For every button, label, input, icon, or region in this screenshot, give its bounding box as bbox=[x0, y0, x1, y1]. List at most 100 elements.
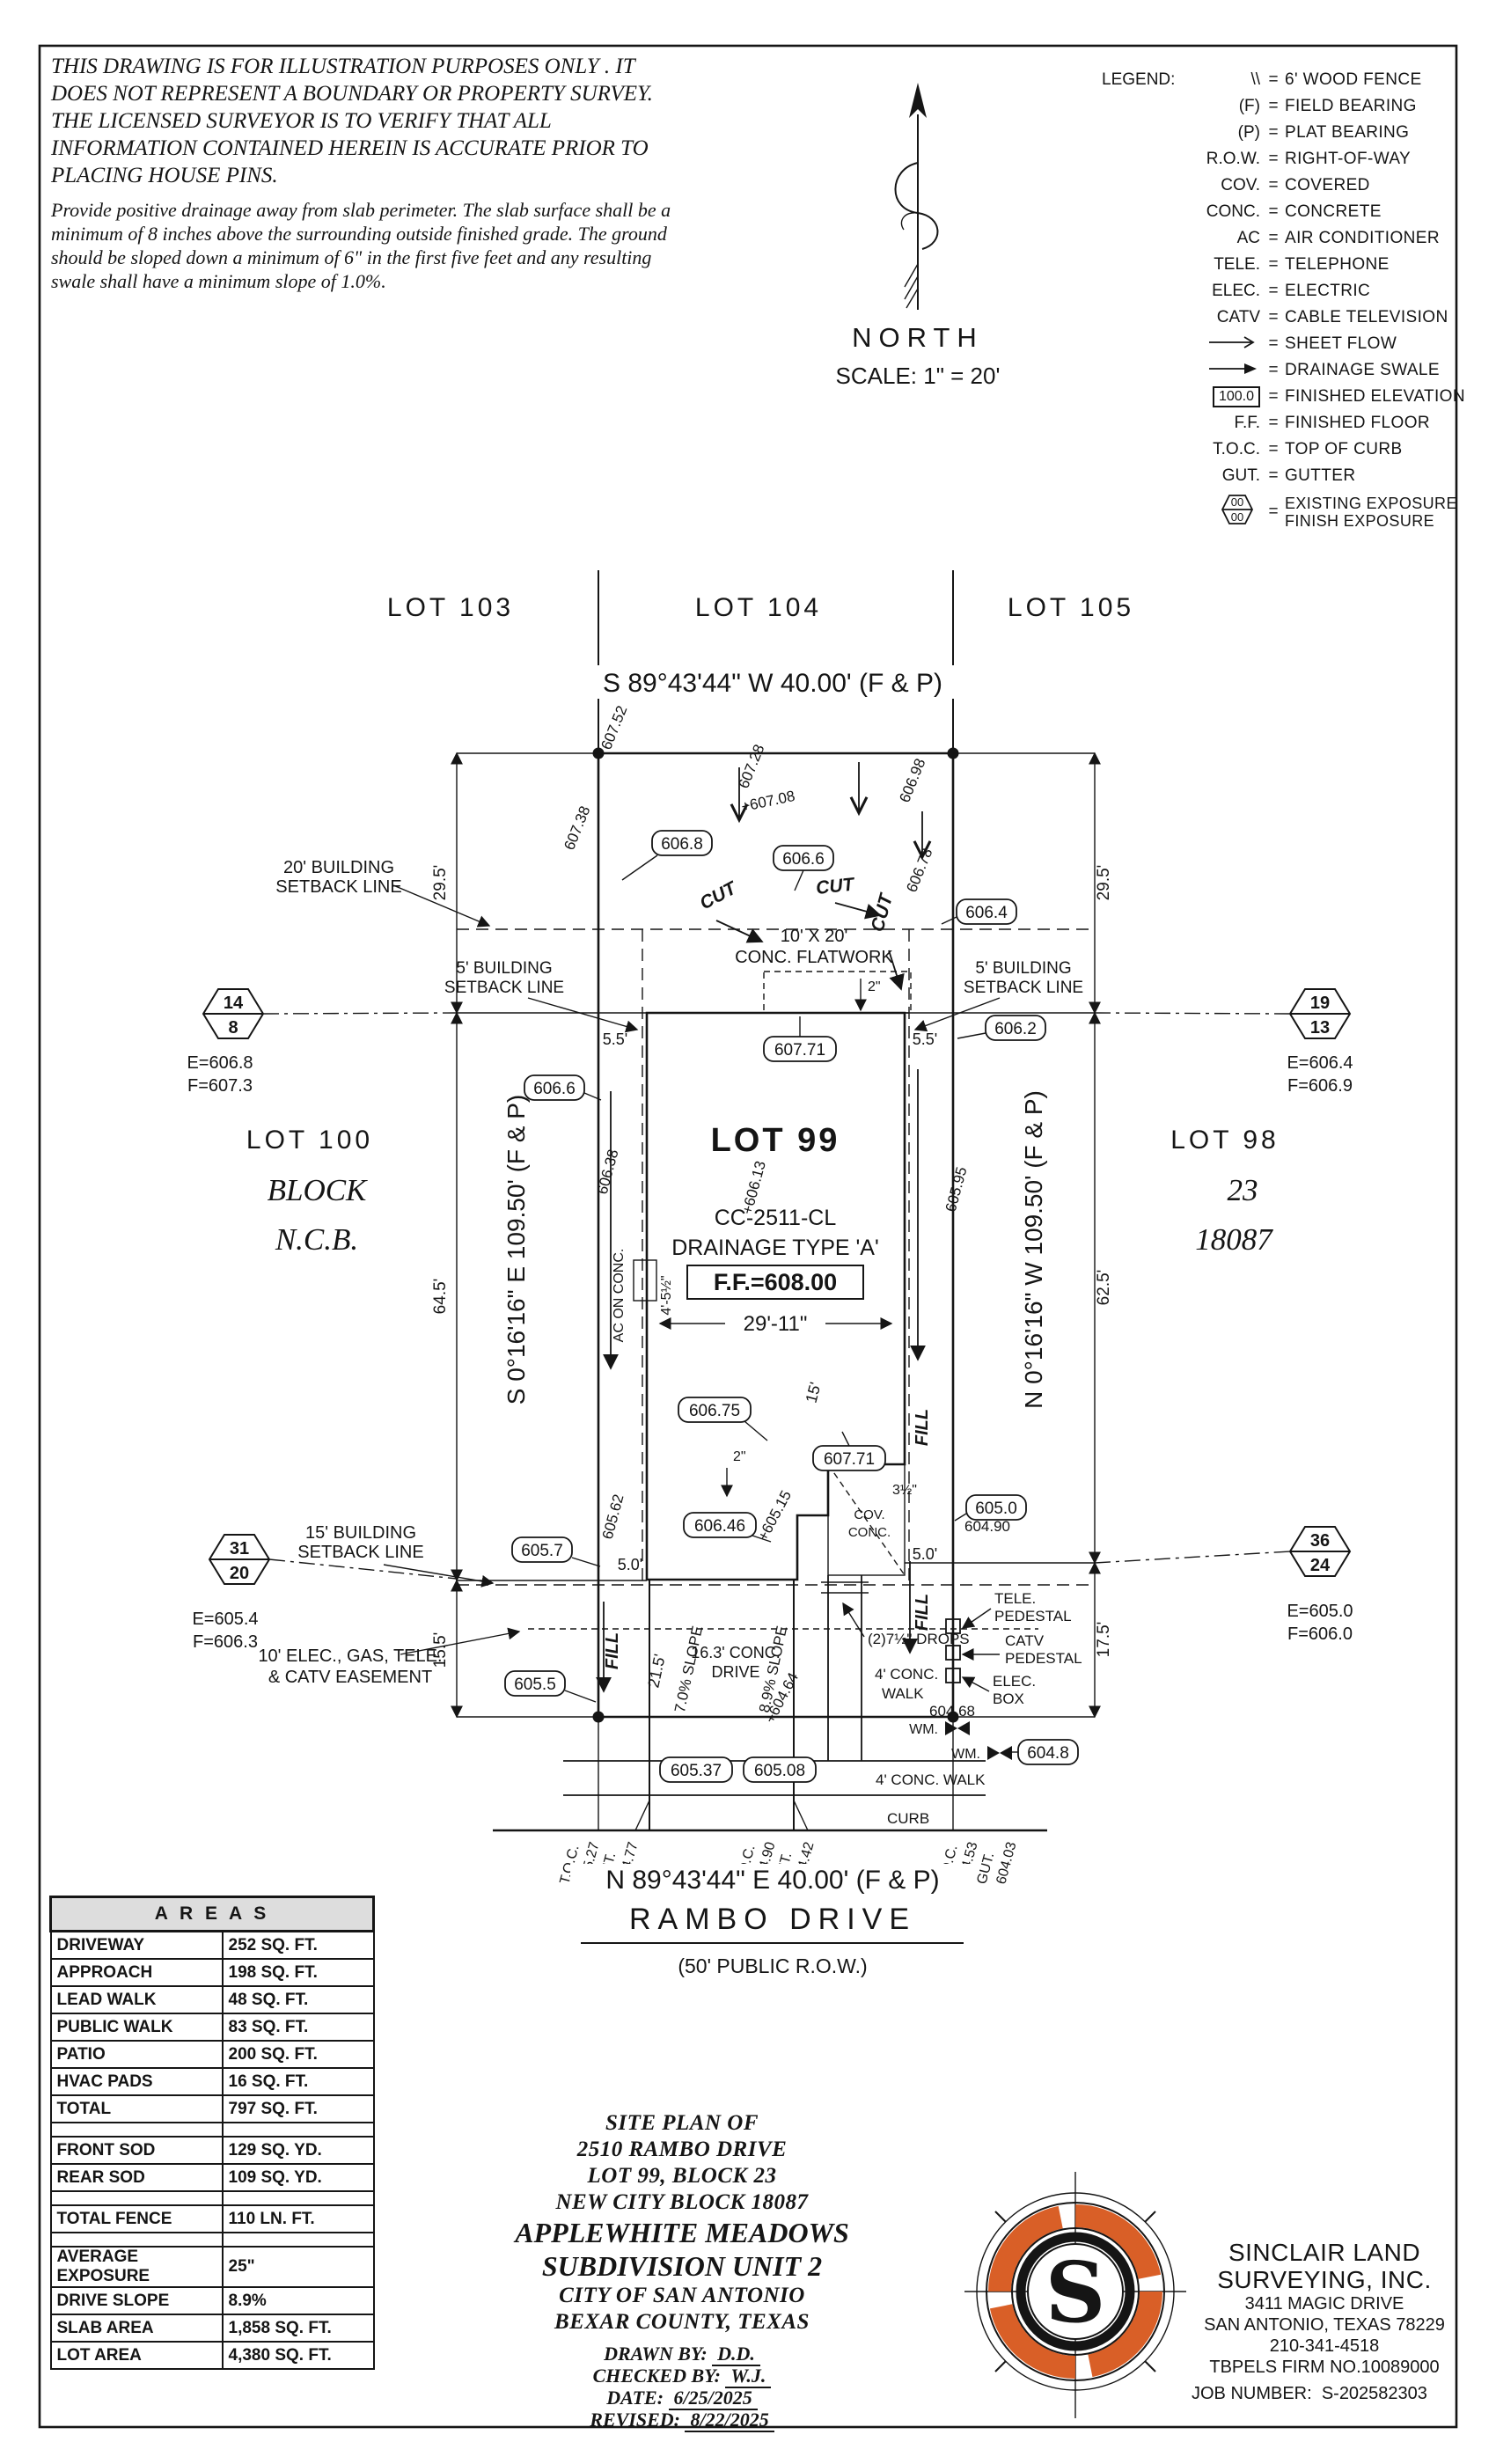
title-line: NEW CITY BLOCK 18087 bbox=[555, 2190, 809, 2214]
dim-2in-patio: 2" bbox=[733, 1449, 746, 1464]
svg-text:19: 19 bbox=[1310, 994, 1330, 1013]
svg-text:606.6: 606.6 bbox=[782, 850, 825, 869]
company-address-2: SAN ANTONIO, TEXAS 78229 bbox=[1204, 2315, 1445, 2335]
legend-row: GUT.=GUTTER bbox=[1221, 466, 1356, 485]
svg-text:606.8: 606.8 bbox=[661, 835, 703, 854]
flow-arrows bbox=[596, 762, 932, 1693]
setback-20-label-2: SETBACK LINE bbox=[275, 877, 401, 897]
areas-row-spacer bbox=[49, 2232, 375, 2248]
ncb-number: 18087 bbox=[1195, 1222, 1273, 1257]
elev-callout-606-46: 606.46 bbox=[683, 1512, 772, 1543]
spot-elev: 607.38 bbox=[561, 803, 593, 852]
spot-elev: 607.28 bbox=[735, 742, 767, 790]
setback-5-left-label-2: SETBACK LINE bbox=[444, 979, 564, 997]
title-line: BEXAR COUNTY, TEXAS bbox=[554, 2310, 810, 2334]
catv-pedestal-label-1: CATV bbox=[1005, 1632, 1045, 1649]
svg-text:606.2: 606.2 bbox=[994, 1020, 1037, 1038]
disclaimer-text-1: THIS DRAWING IS FOR ILLUSTRATION PURPOSE… bbox=[51, 55, 653, 187]
svg-text:F=606.0: F=606.0 bbox=[1287, 1624, 1353, 1644]
wood-fence-symbol: \\ bbox=[1250, 70, 1260, 89]
drainage-swale-arrow-icon bbox=[1209, 363, 1257, 374]
legend-row: LEGEND:\\=6' WOOD FENCE bbox=[1102, 70, 1422, 89]
utility-symbols bbox=[945, 1608, 1012, 1760]
svg-text:8: 8 bbox=[228, 1018, 238, 1038]
areas-row-spacer bbox=[49, 2122, 375, 2138]
fill-label-2: FILL bbox=[913, 1594, 932, 1631]
spot-elev: 606.78 bbox=[903, 846, 935, 894]
setback-20-label-1: 20' BUILDING bbox=[283, 858, 394, 877]
title-line: CITY OF SAN ANTONIO bbox=[559, 2284, 805, 2307]
wm-label-1: WM. bbox=[909, 1722, 938, 1737]
spot-elev: 607.52 bbox=[598, 703, 630, 752]
company-block: SINCLAIR LAND SURVEYING, INC. 3411 MAGIC… bbox=[1190, 2239, 1459, 2404]
svg-text:605.37: 605.37 bbox=[671, 1762, 722, 1780]
svg-text:605.0: 605.0 bbox=[975, 1500, 1017, 1518]
public-walk-label: 4' CONC. WALK bbox=[876, 1771, 986, 1788]
svg-text:604.8: 604.8 bbox=[1027, 1744, 1069, 1763]
elev-callout-605-37: 605.37 bbox=[659, 1756, 733, 1783]
setback-5-left-label-1: 5' BUILDING bbox=[456, 959, 552, 978]
lot-99-drainage: DRAINAGE TYPE 'A' bbox=[671, 1236, 879, 1260]
elev-callout-606-6b: 606.6 bbox=[524, 1074, 602, 1101]
setback-15-label-1: 15' BUILDING bbox=[305, 1523, 416, 1543]
conc-drive-label-2: DRIVE bbox=[711, 1663, 759, 1681]
cut-label-3: CUT bbox=[868, 891, 898, 935]
water-meter-icon-2 bbox=[987, 1746, 1012, 1760]
dim-15ft: 15' bbox=[803, 1381, 825, 1405]
company-address-1: 3411 MAGIC DRIVE bbox=[1244, 2294, 1404, 2314]
elev-callout-607-71b: 607.71 bbox=[812, 1431, 886, 1471]
svg-text:E=605.4: E=605.4 bbox=[192, 1610, 258, 1629]
legend-row: =SHEET FLOW bbox=[1102, 331, 1454, 357]
north-arrow-icon bbox=[894, 83, 939, 310]
catv-pedestal-label-2: PEDESTAL bbox=[1005, 1650, 1082, 1667]
svg-text:00: 00 bbox=[1231, 495, 1243, 509]
ff-box bbox=[686, 1265, 864, 1300]
cov-conc-label-2: CONC. bbox=[848, 1525, 891, 1540]
setback-15-label-2: SETBACK LINE bbox=[297, 1543, 423, 1562]
svg-text:31: 31 bbox=[230, 1539, 249, 1558]
driveway-and-walks bbox=[493, 1575, 1047, 1944]
lot-104-label: LOT 104 bbox=[695, 593, 822, 622]
elec-box-label-1: ELEC. bbox=[993, 1673, 1036, 1690]
subdivision-unit: SUBDIVISION UNIT 2 bbox=[541, 2250, 823, 2282]
areas-row-spacer bbox=[49, 2190, 375, 2206]
conc-drive-label-1: 16.3' CONC. bbox=[691, 1644, 780, 1661]
subdivision-name: APPLEWHITE MEADOWS bbox=[515, 2217, 849, 2248]
drops-label: (2)7½" DROPS bbox=[868, 1631, 970, 1647]
lot-98-label: LOT 98 bbox=[1170, 1126, 1280, 1155]
title-line: LOT 99, BLOCK 23 bbox=[587, 2164, 777, 2188]
bearing-top: S 89°43'44" W 40.00' (F & P) bbox=[603, 669, 942, 698]
svg-text:00: 00 bbox=[1231, 510, 1243, 524]
dimension-lines bbox=[451, 752, 1101, 1719]
tele-pedestal-label-1: TELE. bbox=[994, 1590, 1036, 1607]
ncb-label: N.C.B. bbox=[275, 1222, 358, 1257]
dim-5-5-left: 5.5' bbox=[603, 1030, 627, 1048]
dim-5-5-right: 5.5' bbox=[913, 1030, 937, 1048]
company-firm-number: TBPELS FIRM NO.10089000 bbox=[1209, 2358, 1440, 2377]
drive-slope-7: 7.0% SLOPE bbox=[671, 1624, 706, 1714]
exposure-marker-31-20: 31 20 E=605.4 F=606.3 bbox=[192, 1534, 458, 1652]
dim-2in-flatwork: 2" bbox=[868, 979, 881, 994]
finished-floor-value: F.F.=608.00 bbox=[714, 1269, 837, 1295]
legend-title: LEGEND: bbox=[1102, 70, 1176, 89]
bearing-right: N 0°16'16" W 109.50' (F & P) bbox=[1020, 1090, 1047, 1409]
elev-callout-604-8: 604.8 bbox=[1008, 1739, 1079, 1765]
legend-row: T.O.C.=TOP OF CURB bbox=[1213, 440, 1403, 458]
legend-row: (F)=FIELD BEARING bbox=[1238, 97, 1417, 115]
company-name-2: SURVEYING, INC. bbox=[1217, 2266, 1432, 2293]
svg-text:E=605.0: E=605.0 bbox=[1287, 1602, 1353, 1621]
dim-17-5: 17.5' bbox=[1095, 1622, 1113, 1658]
elev-callout-606-8: 606.8 bbox=[621, 830, 713, 881]
drawn-by-field: DRAWN BY: D.D. bbox=[488, 2343, 876, 2366]
title-line: 2510 RAMBO DRIVE bbox=[576, 2138, 788, 2161]
